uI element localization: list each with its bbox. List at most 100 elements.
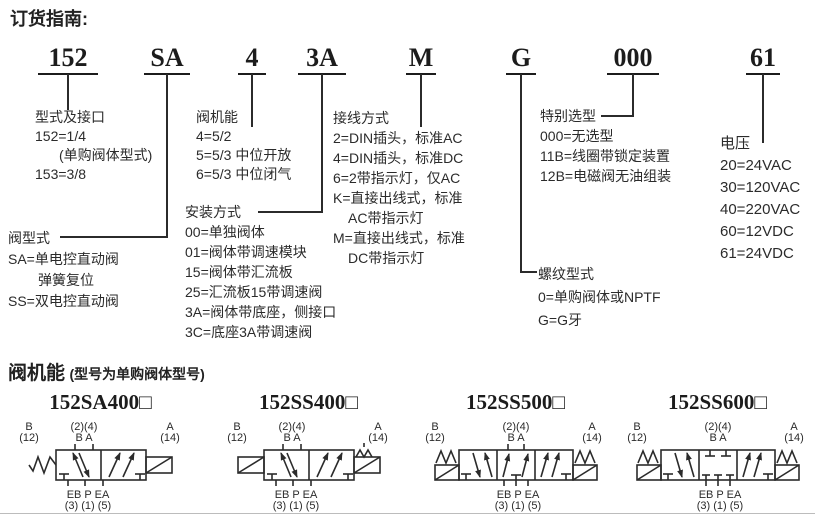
legend-title: 型式及接口 — [35, 109, 105, 125]
legend-line: 3C=底座3A带调速阀 — [185, 324, 313, 340]
valve-symbol-5-3-center-open-icon — [434, 444, 598, 486]
valve-diagram-152ss600: 152SS600□ B(12) (2)(4)B A A(14) — [620, 390, 815, 515]
port-label-a14: A(14) — [160, 421, 180, 444]
connector-line-special — [601, 115, 634, 117]
code-value: 000 — [607, 44, 659, 75]
valve-model: 152SA400□ — [49, 390, 152, 414]
legend-line: 2=DIN插头，标准AC — [333, 130, 463, 146]
code-value: 152 — [38, 44, 98, 75]
connector-line-m — [420, 74, 422, 127]
valve-model: 152SS600□ — [667, 390, 768, 414]
connector-line-152 — [67, 74, 69, 110]
valve-model: 152SS500□ — [465, 390, 566, 414]
valve-section-heading: 阀机能 (型号为单购阀体型号) — [8, 358, 205, 385]
code-value: 4 — [238, 44, 266, 75]
legend-thread: 螺纹型式 0=单购阀体或NPTF G=G牙 — [538, 263, 661, 332]
connector-line-g — [520, 74, 522, 273]
port-label-bottom: EB P EA(3) (1) (5) — [272, 489, 320, 512]
legend-line: 3A=阀体带底座，侧接口 — [185, 304, 337, 320]
port-label-b12: B(12) — [227, 421, 247, 444]
port-label-a14: A(14) — [368, 421, 388, 444]
valve-symbol-5-2-single-solenoid-icon — [28, 444, 173, 486]
code-segment-152: 152 — [38, 44, 98, 75]
legend-wiring: 接线方式 2=DIN插头，标准AC 4=DIN插头，标准DC 6=2带指示灯，仅… — [333, 108, 465, 268]
port-label-24-ba: (2)(4)B A — [70, 421, 98, 444]
valve-symbol-area: B(12) (2)(4)B A A(14) — [620, 416, 815, 515]
page-title: 订货指南: — [10, 9, 88, 29]
legend-line: 0=单购阀体或NPTF — [538, 289, 661, 305]
legend-line: G=G牙 — [538, 312, 582, 328]
valve-symbol-area: B(12) (2)(4)B A A(14) — [216, 416, 401, 515]
legend-line: 6=2带指示灯，仅AC — [333, 170, 461, 186]
code-segment-61: 61 — [746, 44, 780, 75]
port-label-bottom: EB P EA(3) (1) (5) — [64, 489, 112, 512]
valve-model: 152SS400□ — [258, 390, 359, 414]
connector-line-3a — [321, 74, 323, 213]
connector-line-000 — [632, 74, 634, 117]
port-label-b12: B(12) — [19, 421, 39, 444]
valve-diagram-152ss400: 152SS400□ B(12) (2)(4)B A A(14) — [216, 390, 401, 515]
legend-title: 特别选型 — [540, 108, 596, 124]
code-segment-3a: 3A — [298, 44, 346, 75]
code-segment-sa: SA — [144, 44, 190, 75]
connector-line-61 — [762, 74, 764, 143]
legend-line: M=直接出线式，标准 — [333, 230, 465, 246]
code-value: 61 — [746, 44, 780, 75]
legend-title: 阀型式 — [8, 230, 50, 246]
legend-line: SS=双电控直动阀 — [8, 293, 119, 309]
connector-line-sa — [166, 74, 168, 238]
valve-section-note: (型号为单购阀体型号) — [69, 366, 205, 382]
legend-line: 20=24VAC — [720, 157, 792, 174]
legend-line: 弹簧复位 — [38, 272, 94, 288]
legend-line: 30=120VAC — [720, 179, 801, 196]
code-value: SA — [144, 44, 190, 75]
legend-valve-type: 阀型式 SA=单电控直动阀 弹簧复位 SS=双电控直动阀 — [8, 228, 119, 312]
legend-line: 4=5/2 — [196, 128, 232, 144]
connector-line-valve-type — [60, 236, 168, 238]
connector-line-4 — [251, 74, 253, 127]
page-bottom-rule — [0, 513, 815, 514]
port-label-b12: B(12) — [627, 421, 647, 444]
code-segment-g: G — [506, 44, 536, 75]
legend-port-type: 型式及接口 152=1/4 (单购阀体型式) 153=3/8 — [35, 108, 152, 184]
code-segment-m: M — [406, 44, 436, 75]
port-label-bottom: EB P EA(3) (1) (5) — [494, 489, 542, 512]
valve-symbol-5-2-double-solenoid-icon — [237, 443, 381, 486]
valve-diagram-152ss500: 152SS500□ B(12) (2)(4)B A A(14) — [418, 390, 613, 515]
connector-line-thread — [521, 271, 537, 273]
valve-symbol-area: B(12) (2)(4)B A A(14) — [8, 416, 193, 515]
legend-line: 5=5/3 中位开放 — [196, 147, 292, 163]
legend-line: 11B=线圈带锁定装置 — [540, 148, 671, 164]
code-segment-000: 000 — [607, 44, 659, 75]
port-label-b12: B(12) — [425, 421, 445, 444]
legend-line: 15=阀体带汇流板 — [185, 264, 293, 280]
legend-line: AC带指示灯 — [348, 210, 424, 226]
legend-line: 61=24VDC — [720, 245, 794, 262]
legend-line: SA=单电控直动阀 — [8, 251, 119, 267]
legend-function: 阀机能 4=5/2 5=5/3 中位开放 6=5/3 中位闭气 — [196, 108, 291, 184]
legend-mount: 安装方式 00=单独阀体 01=阀体带调速模块 15=阀体带汇流板 25=汇流板… — [185, 202, 336, 342]
legend-line: K=直接出线式，标准 — [333, 190, 463, 206]
port-label-a14: A(14) — [784, 421, 804, 444]
legend-line: 01=阀体带调速模块 — [185, 244, 307, 260]
legend-title: 阀机能 — [196, 109, 238, 125]
port-label-24-ba: (2)(4)B A — [278, 421, 306, 444]
legend-line: 25=汇流板15带调速阀 — [185, 284, 323, 300]
legend-line: 152=1/4 — [35, 128, 86, 144]
code-value: M — [406, 44, 436, 75]
valve-section-title: 阀机能 — [8, 363, 66, 384]
port-label-24-ba: (2)(4)B A — [502, 421, 530, 444]
legend-voltage: 电压 20=24VAC 30=120VAC 40=220VAC 60=12VDC… — [720, 133, 800, 265]
code-segment-4: 4 — [238, 44, 266, 75]
legend-line: 6=5/3 中位闭气 — [196, 166, 292, 182]
code-value: 3A — [298, 44, 346, 75]
valve-symbol-5-3-center-closed-icon — [636, 448, 800, 486]
legend-special: 特别选型 000=无选型 11B=线圈带锁定装置 12B=电磁阀无油组装 — [540, 106, 671, 186]
port-label-a14: A(14) — [582, 421, 602, 444]
port-label-24-ba: (2)(4)B A — [704, 421, 732, 444]
legend-line: 000=无选型 — [540, 128, 614, 144]
legend-title: 接线方式 — [333, 110, 389, 126]
legend-line: 40=220VAC — [720, 201, 801, 218]
legend-line: 60=12VDC — [720, 223, 794, 240]
